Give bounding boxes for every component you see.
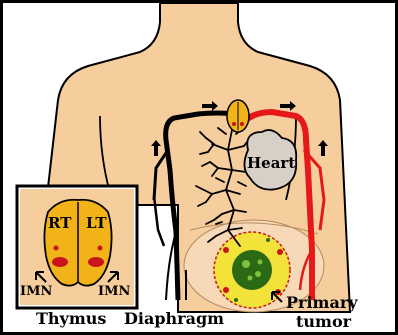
imn-node-right-small [98,246,103,251]
tumor-label: tumor [296,314,351,330]
thymus-gland [227,100,249,132]
imn-node-left [52,257,68,267]
diaphragm-label: Diaphragm [124,311,224,327]
imn-node-left-small [54,246,59,251]
primary-label: Primary [286,295,358,311]
right-lobe-label: RT [48,216,71,231]
left-lobe-label: LT [86,216,107,231]
thymus-label: Thymus [36,311,106,327]
imn-node-right [88,257,104,267]
imn-right-label: IMN [98,285,130,298]
imn-left-label: IMN [20,285,52,298]
primary-tumor [214,232,290,308]
heart-label: Heart [247,156,295,171]
